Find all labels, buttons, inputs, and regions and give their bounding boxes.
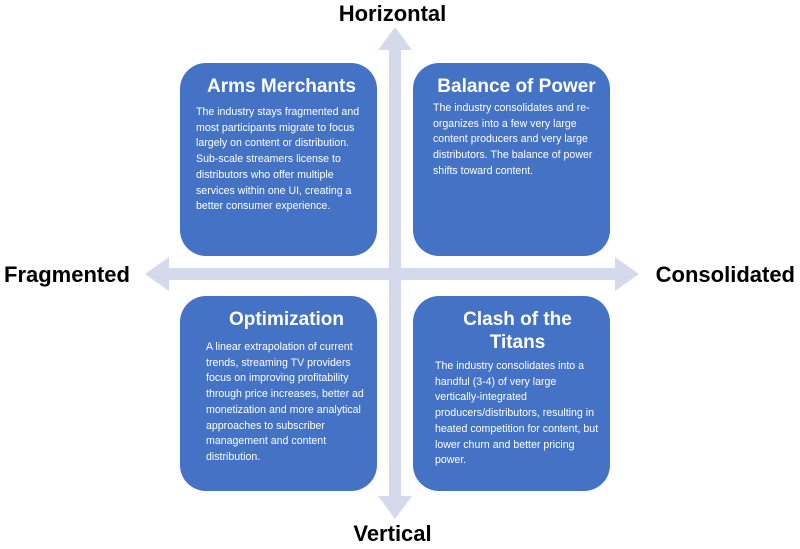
quadrant-title: Balance of Power — [437, 76, 596, 97]
axis-label-fragmented: Fragmented — [4, 262, 130, 287]
quadrant-description: The industry stays fragmented and most p… — [196, 106, 360, 213]
axis-label-consolidated: Consolidated — [655, 262, 795, 287]
quadrant-title: Clash of the Titans — [463, 309, 572, 353]
quadrant-title: Optimization — [228, 309, 345, 330]
axis-label-horizontal: Horizontal — [338, 1, 447, 26]
quadrant-clash-of-the-titans: Clash of the Titans The industry consoli… — [413, 296, 610, 491]
axis-label-vertical: Vertical — [353, 521, 432, 546]
horizontal-double-arrow — [145, 257, 639, 291]
quadrant-balance-of-power: Balance of Power The industry consolidat… — [413, 63, 610, 256]
quadrant-description: The industry consolidates into a handful… — [435, 360, 599, 467]
quadrant-description: The industry consolidates and re-organiz… — [433, 102, 593, 177]
quadrant-title: Arms Merchants — [207, 76, 356, 97]
quadrant-description: A linear extrapolation of current trends… — [206, 341, 364, 463]
quadrant-arms-merchants: Arms Merchants The industry stays fragme… — [180, 63, 377, 256]
quadrant-optimization: Optimization A linear extrapolation of c… — [180, 296, 377, 491]
